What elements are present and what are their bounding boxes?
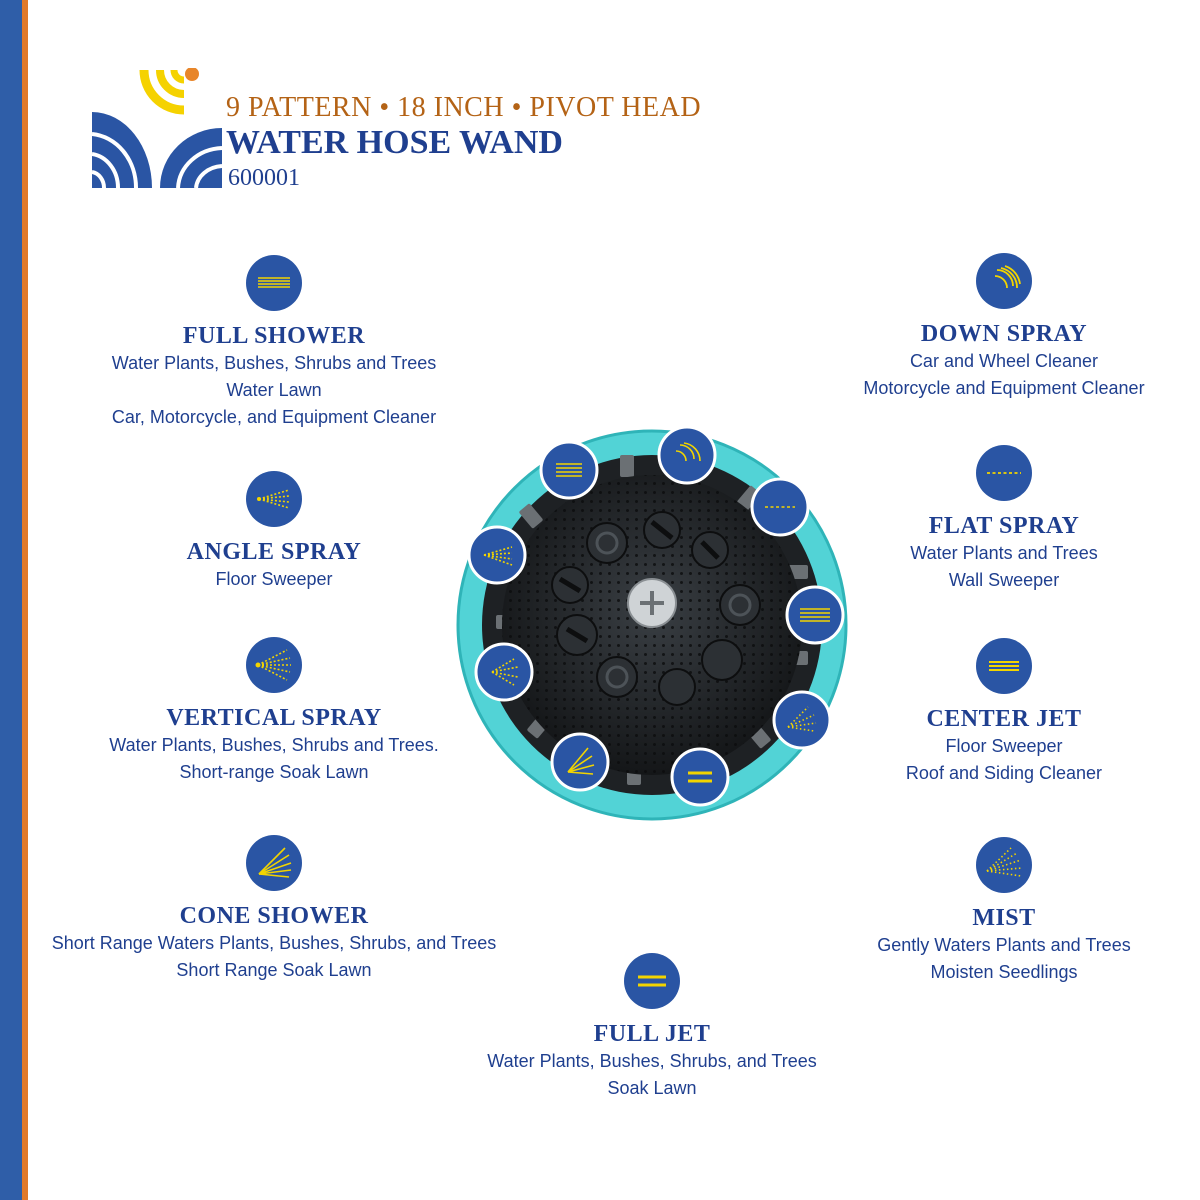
pattern-down-spray: DOWN SPRAY Car and Wheel Cleaner Motorcy… [764,252,1200,402]
pattern-name: FLAT SPRAY [928,513,1080,539]
pattern-name: VERTICAL SPRAY [166,705,382,731]
pattern-name: CONE SHOWER [179,903,369,929]
pattern-use: Water Lawn [226,380,322,400]
cone-shower-icon [246,835,302,891]
left-accent-bar [0,0,22,1200]
pattern-name: CENTER JET [926,706,1082,732]
center-jet-icon [976,638,1032,694]
pattern-use: Short-range Soak Lawn [179,762,369,782]
page-title: WATER HOSE WAND [226,124,563,161]
pattern-name: ANGLE SPRAY [186,539,362,565]
pattern-use: Wall Sweeper [948,570,1060,590]
pattern-use: Floor Sweeper [215,569,333,589]
pattern-mist: MIST Gently Waters Plants and Trees Mois… [764,836,1200,986]
full-jet-icon [624,953,680,1009]
header-subtitle: 9 PATTERN • 18 INCH • PIVOT HEAD [226,92,702,123]
pattern-angle-spray: ANGLE SPRAY Floor Sweeper [34,470,514,593]
pattern-use: Water Plants, Bushes, Shrubs and Trees [111,353,437,373]
model-number: 600001 [228,165,300,191]
full-shower-icon [246,255,302,311]
pattern-use: Soak Lawn [607,1078,697,1098]
nozzle-face-illustration [456,425,848,821]
pattern-use: Water Plants, Bushes, Shrubs, and Trees [487,1051,817,1071]
vertical-spray-icon [246,637,302,693]
pattern-use: Floor Sweeper [945,736,1063,756]
pattern-full-shower: FULL SHOWER Water Plants, Bushes, Shrubs… [34,254,514,431]
flat-spray-icon [976,445,1032,501]
pattern-use: Water Plants and Trees [910,543,1098,563]
pattern-use: Water Plants, Bushes, Shrubs and Trees. [109,735,439,755]
pattern-center-jet: CENTER JET Floor Sweeper Roof and Siding… [764,637,1200,787]
pattern-name: FULL SHOWER [182,323,366,349]
pattern-use: Moisten Seedlings [930,962,1078,982]
pattern-use: Car and Wheel Cleaner [909,351,1099,371]
pattern-name: DOWN SPRAY [920,321,1088,347]
down-spray-icon [976,253,1032,309]
mist-icon [976,837,1032,893]
pattern-vertical-spray: VERTICAL SPRAY Water Plants, Bushes, Shr… [34,636,514,786]
pattern-name: FULL JET [593,1021,711,1047]
pattern-use: Gently Waters Plants and Trees [877,935,1131,955]
pattern-cone-shower: CONE SHOWER Short Range Waters Plants, B… [34,834,514,984]
pattern-use: Motorcycle and Equipment Cleaner [863,378,1145,398]
pattern-use: Short Range Soak Lawn [176,960,372,980]
angle-spray-icon [246,471,302,527]
pattern-flat-spray: FLAT SPRAY Water Plants and Trees Wall S… [764,444,1200,594]
pattern-full-jet: FULL JET Water Plants, Bushes, Shrubs, a… [412,952,892,1102]
pattern-name: MIST [972,905,1036,931]
pattern-use: Roof and Siding Cleaner [905,763,1103,783]
brand-logo [92,68,222,189]
pattern-use: Car, Motorcycle, and Equipment Cleaner [111,407,437,427]
left-accent-stripe [22,0,28,1200]
pattern-use: Short Range Waters Plants, Bushes, Shrub… [51,933,497,953]
